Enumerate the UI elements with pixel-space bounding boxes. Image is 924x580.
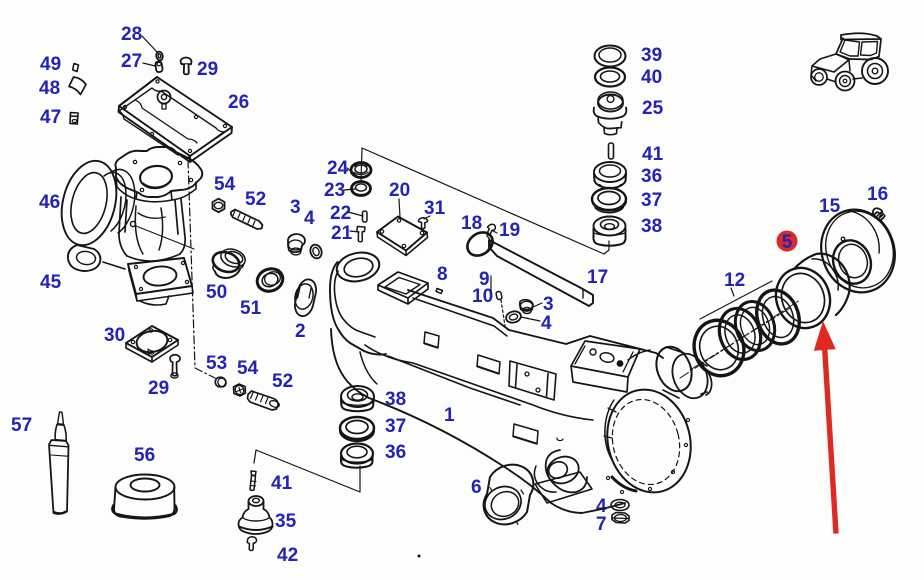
svg-text:10: 10: [472, 286, 493, 307]
svg-text:5: 5: [782, 232, 793, 253]
svg-text:24: 24: [327, 158, 349, 179]
svg-text:30: 30: [104, 325, 125, 346]
svg-text:9: 9: [479, 269, 490, 290]
svg-text:23: 23: [324, 180, 345, 201]
svg-text:4: 4: [596, 496, 607, 517]
svg-text:56: 56: [134, 445, 155, 466]
svg-text:22: 22: [330, 203, 351, 224]
svg-text:4: 4: [304, 208, 315, 229]
svg-text:29: 29: [148, 378, 169, 399]
svg-text:3: 3: [290, 197, 301, 218]
svg-text:54: 54: [214, 174, 236, 195]
svg-text:31: 31: [424, 198, 446, 219]
svg-text:3: 3: [543, 294, 554, 315]
svg-text:38: 38: [641, 216, 662, 237]
svg-text:45: 45: [40, 272, 62, 293]
svg-text:47: 47: [40, 107, 61, 128]
svg-text:19: 19: [499, 220, 520, 241]
svg-text:8: 8: [437, 264, 448, 285]
svg-text:26: 26: [228, 92, 249, 113]
svg-text:17: 17: [587, 267, 608, 288]
svg-text:46: 46: [39, 192, 60, 213]
svg-text:21: 21: [331, 223, 353, 244]
svg-text:29: 29: [197, 59, 218, 80]
svg-text:18: 18: [461, 213, 482, 234]
svg-text:49: 49: [40, 54, 61, 75]
svg-text:37: 37: [385, 416, 406, 437]
svg-text:16: 16: [867, 184, 888, 205]
svg-text:48: 48: [39, 78, 60, 99]
svg-text:52: 52: [272, 371, 293, 392]
svg-text:37: 37: [641, 190, 662, 211]
svg-text:40: 40: [641, 67, 662, 88]
svg-text:51: 51: [240, 298, 262, 319]
svg-text:1: 1: [444, 405, 455, 426]
svg-text:36: 36: [385, 442, 406, 463]
svg-text:4: 4: [541, 313, 552, 334]
svg-text:41: 41: [642, 144, 664, 165]
svg-text:39: 39: [641, 45, 662, 66]
svg-text:6: 6: [471, 477, 482, 498]
svg-text:7: 7: [596, 514, 607, 535]
svg-text:52: 52: [245, 189, 266, 210]
svg-text:57: 57: [11, 415, 32, 436]
svg-text:15: 15: [819, 196, 841, 217]
svg-text:53: 53: [206, 353, 227, 374]
svg-text:12: 12: [724, 270, 745, 291]
svg-text:28: 28: [121, 24, 142, 45]
svg-text:35: 35: [275, 511, 297, 532]
svg-text:2: 2: [295, 321, 306, 342]
svg-text:38: 38: [385, 389, 406, 410]
svg-text:54: 54: [237, 358, 259, 379]
svg-text:25: 25: [642, 98, 664, 119]
svg-text:50: 50: [206, 282, 227, 303]
svg-text:27: 27: [121, 51, 142, 72]
svg-text:42: 42: [277, 545, 298, 566]
svg-text:36: 36: [641, 166, 662, 187]
svg-text:41: 41: [271, 473, 293, 494]
svg-text:20: 20: [389, 180, 410, 201]
